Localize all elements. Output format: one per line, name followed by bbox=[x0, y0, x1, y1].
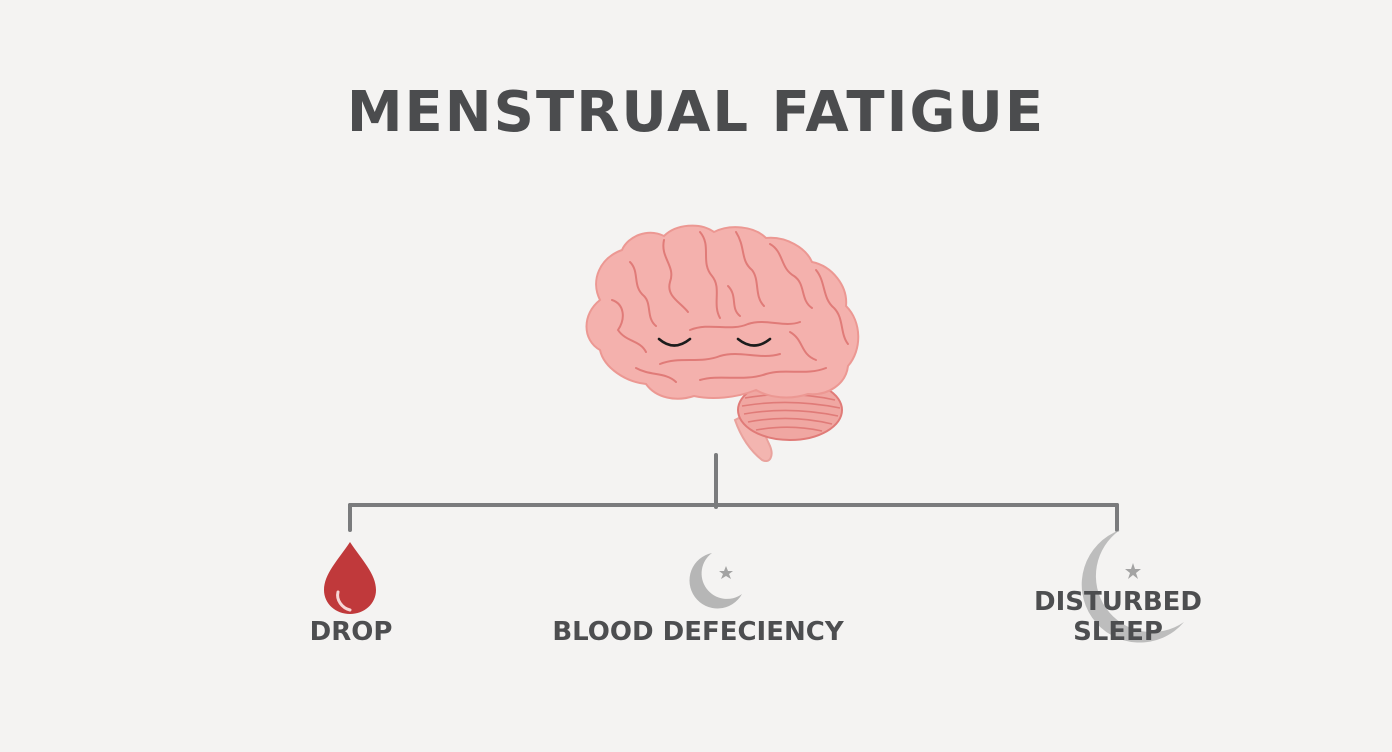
sleeping-brain-icon bbox=[585, 224, 860, 462]
right-closed-eye bbox=[736, 337, 772, 347]
crescent-moon-star-icon-large bbox=[1081, 530, 1184, 643]
label-blood-defeciency: BLOOD DEFECIENCY bbox=[552, 617, 844, 647]
label-drop: DROP bbox=[309, 617, 393, 647]
connector-lines bbox=[348, 453, 1119, 532]
label-disturbed-sleep-line2: SLEEP bbox=[1073, 617, 1163, 647]
blood-drop-icon bbox=[324, 542, 376, 614]
crescent-moon-star-icon bbox=[689, 553, 742, 609]
diagram-title: MENSTRUAL FATIGUE bbox=[346, 80, 1046, 145]
label-disturbed-sleep-line1: DISTURBED bbox=[1033, 587, 1202, 617]
left-closed-eye bbox=[657, 337, 692, 347]
label-disturbed-sleep: DISTURBED SLEEP bbox=[1020, 587, 1216, 647]
